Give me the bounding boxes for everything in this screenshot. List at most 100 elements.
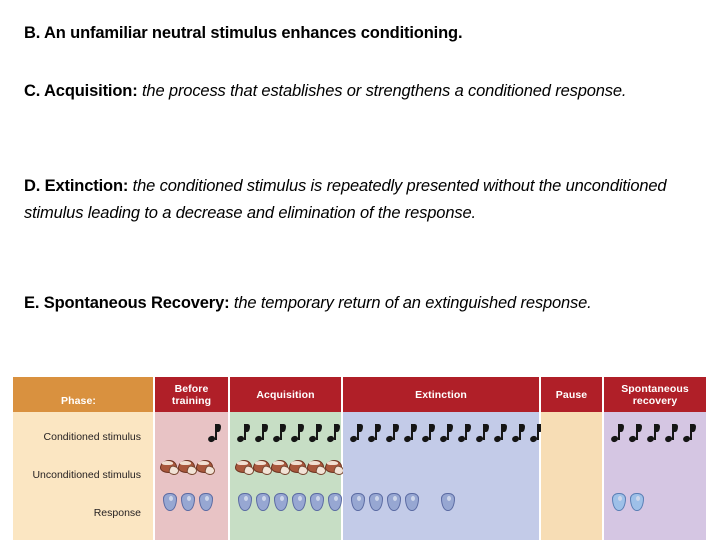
phase-column-before-training: [155, 412, 230, 540]
paragraph-d-body: the conditioned stimulus is repeatedly p…: [24, 177, 667, 222]
music-note-icon: [493, 424, 507, 444]
meat-icon: [289, 460, 310, 477]
paragraph-c: C. Acquisition: the process that establi…: [24, 78, 696, 105]
icon-slot: [492, 422, 510, 448]
response-row: [155, 486, 228, 520]
saliva-drop-icon: [386, 493, 401, 511]
icon-slot: [160, 456, 181, 482]
icon-slot: [235, 422, 253, 448]
paragraph-c-lead: C. Acquisition:: [24, 82, 138, 100]
meat-icon: [178, 460, 199, 477]
music-note-icon: [511, 424, 525, 444]
conditioned-stimulus-row: [604, 418, 706, 452]
icon-slot: [178, 490, 196, 516]
music-note-icon: [664, 424, 678, 444]
icon-slot: [402, 490, 420, 516]
icon-slot: [384, 490, 402, 516]
saliva-drop-icon: [629, 493, 644, 511]
conditioning-phases-diagram: Phase: Before training Acquisition Extin…: [13, 377, 706, 547]
saliva-drop-icon: [198, 493, 213, 511]
music-note-icon: [682, 424, 696, 444]
icon-slot: [325, 422, 343, 448]
conditioned-stimulus-row: [230, 418, 341, 452]
icon-slot: [271, 422, 289, 448]
phase-column-acquisition: [230, 412, 346, 540]
icon-slot: [627, 422, 645, 448]
icon-slot: [366, 422, 384, 448]
row-label-column: Conditioned stimulus Unconditioned stimu…: [13, 412, 155, 540]
saliva-drop-icon: [611, 493, 626, 511]
music-note-icon: [628, 424, 642, 444]
music-note-icon: [385, 424, 399, 444]
music-note-icon: [236, 424, 250, 444]
column-header-label: Before training: [171, 382, 212, 407]
icon-slot: [681, 422, 699, 448]
music-note-icon: [254, 424, 268, 444]
column-header-label: Extinction: [415, 388, 467, 401]
icon-slot: [609, 422, 627, 448]
response-row: [343, 486, 539, 520]
column-header-spontaneous-recovery: Spontaneous recovery: [604, 377, 706, 412]
icon-slot: [307, 422, 325, 448]
meat-icon: [307, 460, 328, 477]
meat-icon: [160, 460, 181, 477]
row-label-conditioned-stimulus: Conditioned stimulus: [43, 431, 141, 443]
icon-slot: [289, 490, 307, 516]
saliva-drop-icon: [404, 493, 419, 511]
paragraph-b-lead: B. An unfamiliar neutral stimulus enhanc…: [24, 24, 463, 42]
music-note-icon: [326, 424, 340, 444]
column-header-label: Spontaneous recovery: [621, 382, 689, 407]
music-note-icon: [349, 424, 363, 444]
response-row: [230, 486, 343, 520]
music-note-icon: [290, 424, 304, 444]
meat-icon: [235, 460, 256, 477]
paragraph-e-body: the temporary return of an extinguished …: [229, 294, 592, 312]
saliva-drop-icon: [291, 493, 306, 511]
icon-slot: [160, 490, 178, 516]
icon-slot: [348, 490, 366, 516]
phase-header-label: Phase:: [61, 395, 97, 407]
icon-slot: [271, 456, 292, 482]
paragraph-d: D. Extinction: the conditioned stimulus …: [24, 173, 714, 227]
icon-slot: [325, 456, 346, 482]
meat-icon: [325, 460, 346, 477]
icon-slot: [456, 490, 474, 516]
response-row: [541, 486, 602, 520]
icon-slot: [235, 456, 256, 482]
icon-slot: [348, 422, 366, 448]
diagram-header-row: Phase: Before training Acquisition Extin…: [13, 377, 706, 412]
meat-icon: [196, 460, 217, 477]
saliva-drop-icon: [327, 493, 342, 511]
icon-slot: [307, 456, 328, 482]
icon-slot: [196, 456, 217, 482]
saliva-drop-icon: [237, 493, 252, 511]
icon-slot: [307, 490, 325, 516]
saliva-drop-icon: [309, 493, 324, 511]
phase-header-cell: Phase:: [13, 377, 155, 412]
music-note-icon: [367, 424, 381, 444]
icon-slot: [474, 422, 492, 448]
music-note-icon: [610, 424, 624, 444]
icon-slot: [206, 422, 224, 448]
icon-slot: [271, 490, 289, 516]
phase-column-extinction: [343, 412, 543, 540]
music-note-icon: [457, 424, 471, 444]
paragraph-d-lead: D. Extinction:: [24, 177, 129, 195]
conditioned-stimulus-row: [541, 418, 602, 452]
unconditioned-stimulus-row: [343, 452, 539, 486]
icon-slot: [402, 422, 420, 448]
column-header-label: Pause: [555, 388, 588, 401]
music-note-icon: [529, 424, 543, 444]
music-note-icon: [475, 424, 489, 444]
paragraph-b: B. An unfamiliar neutral stimulus enhanc…: [24, 20, 714, 47]
music-note-icon: [421, 424, 435, 444]
icon-slot: [253, 490, 271, 516]
icon-slot: [325, 490, 343, 516]
icon-slot: [253, 456, 274, 482]
row-label-response: Response: [93, 507, 141, 519]
music-note-icon: [272, 424, 286, 444]
icon-slot: [645, 422, 663, 448]
unconditioned-stimulus-row: [541, 452, 602, 486]
saliva-drop-icon: [273, 493, 288, 511]
column-header-before-training: Before training: [155, 377, 230, 412]
